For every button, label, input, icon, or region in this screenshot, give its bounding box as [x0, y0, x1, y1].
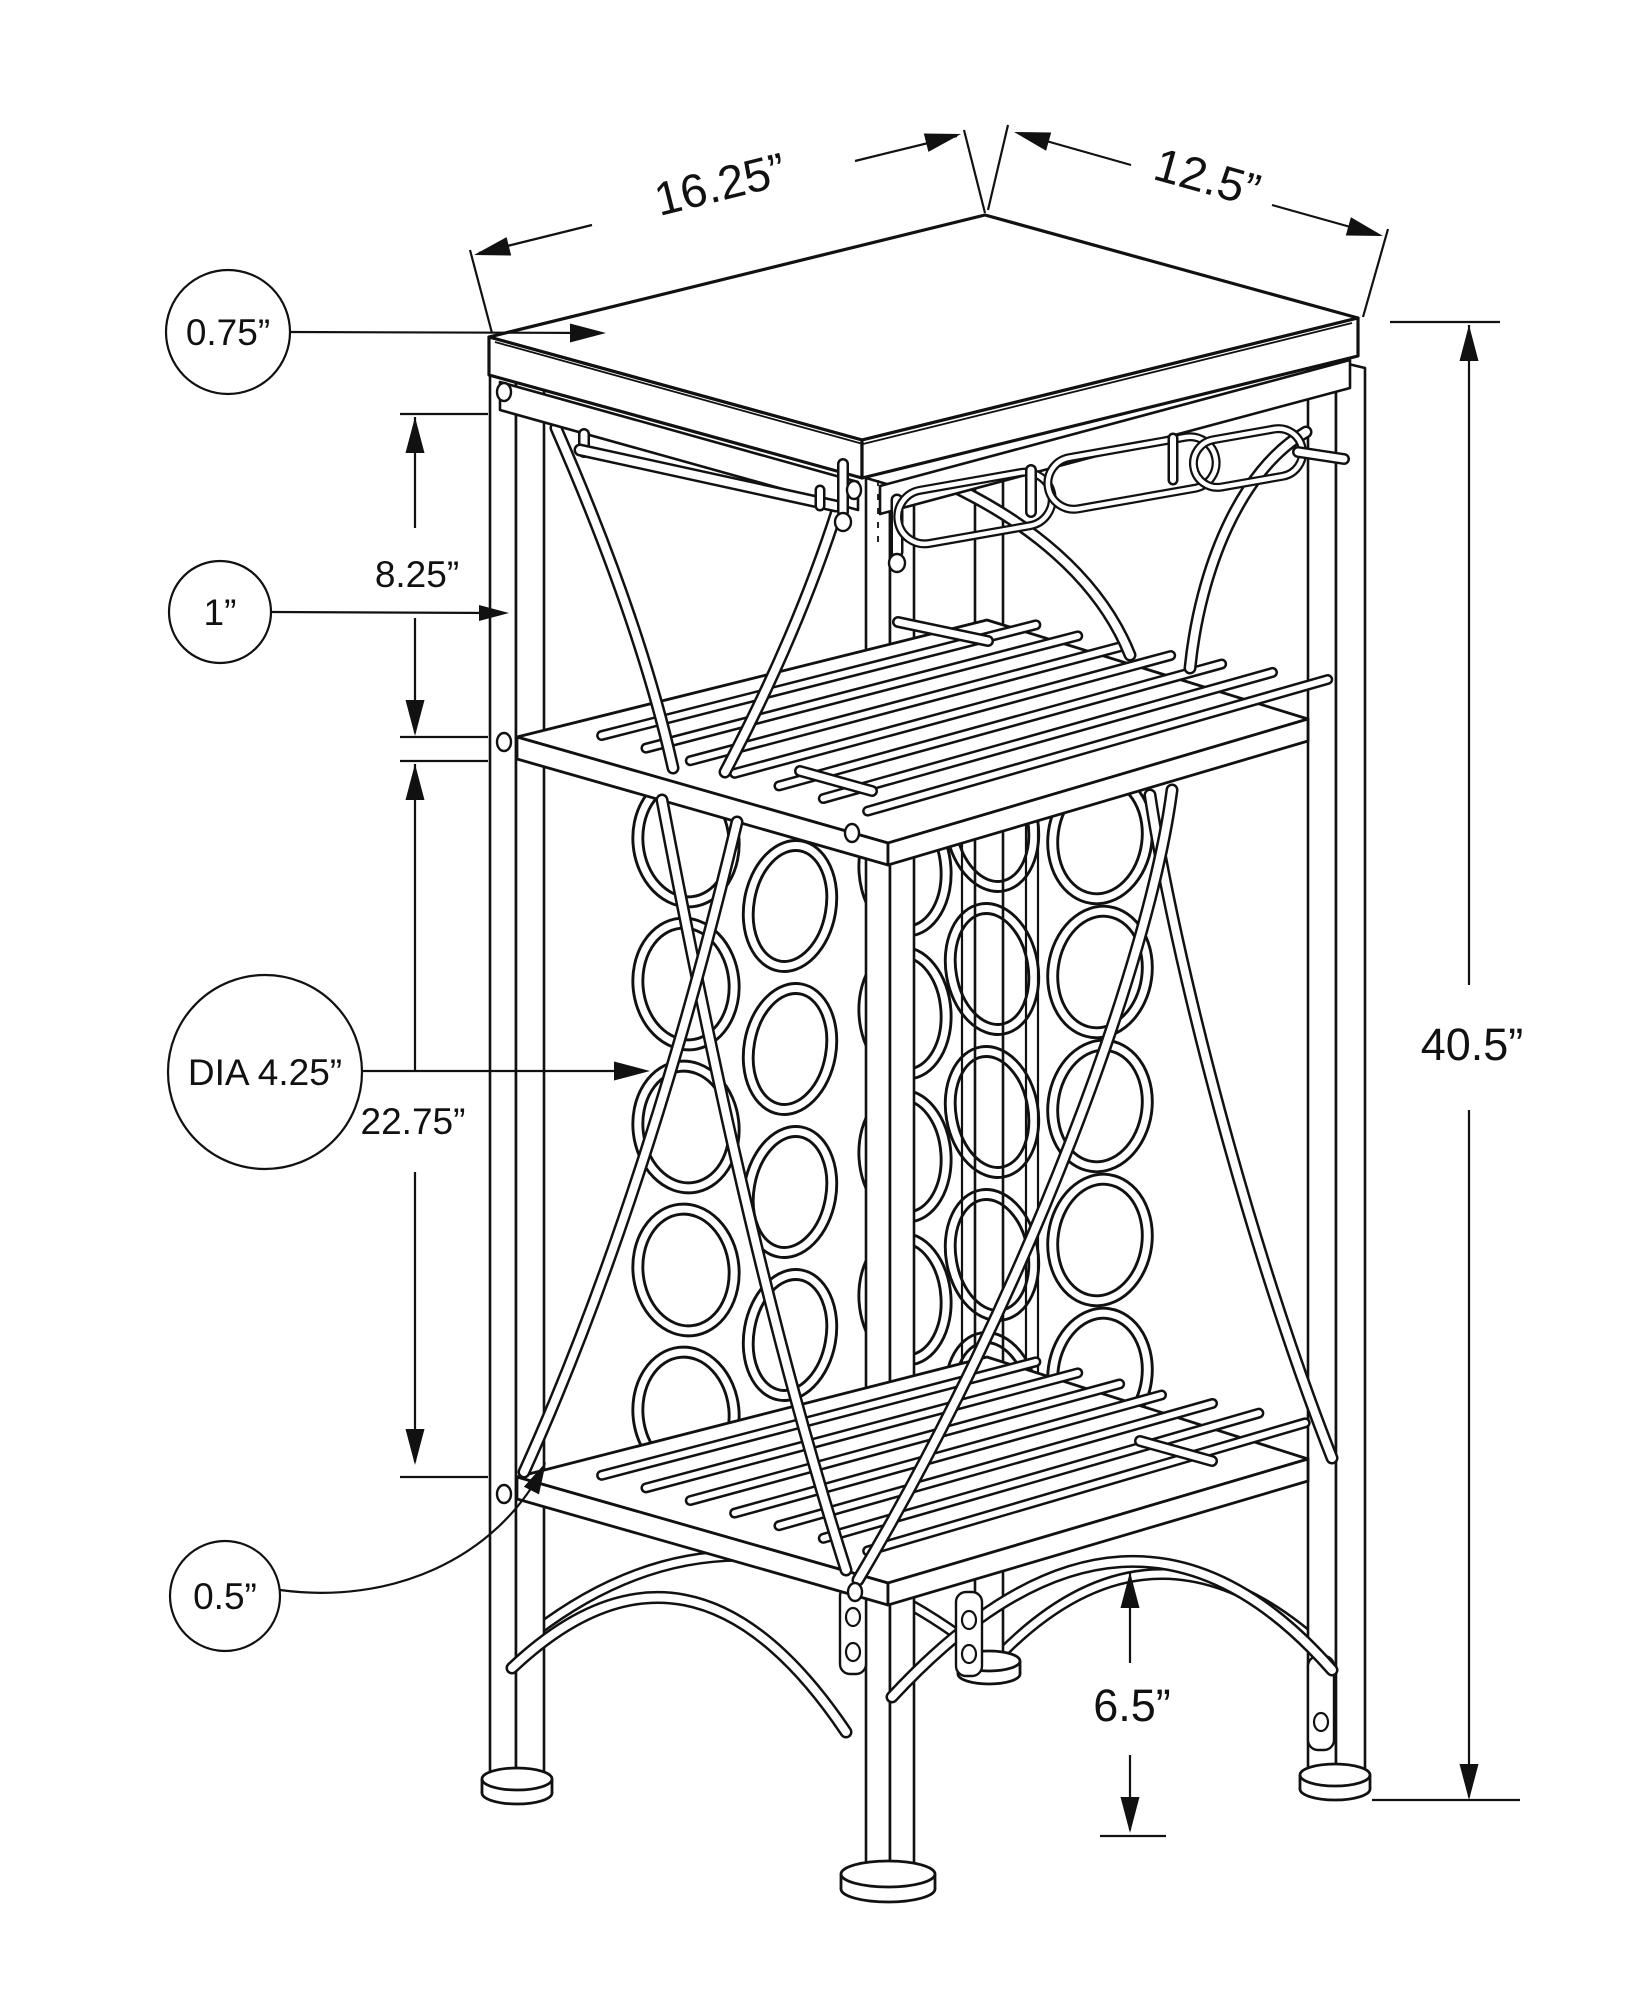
svg-text:1”: 1” — [204, 592, 237, 633]
svg-text:8.25”: 8.25” — [375, 554, 459, 595]
svg-text:0.5”: 0.5” — [193, 1576, 257, 1617]
svg-text:40.5”: 40.5” — [1421, 1019, 1524, 1070]
svg-text:22.75”: 22.75” — [361, 1101, 466, 1142]
svg-text:DIA 4.25”: DIA 4.25” — [188, 1052, 342, 1093]
svg-text:0.75”: 0.75” — [186, 312, 270, 353]
svg-text:6.5”: 6.5” — [1093, 1680, 1171, 1731]
